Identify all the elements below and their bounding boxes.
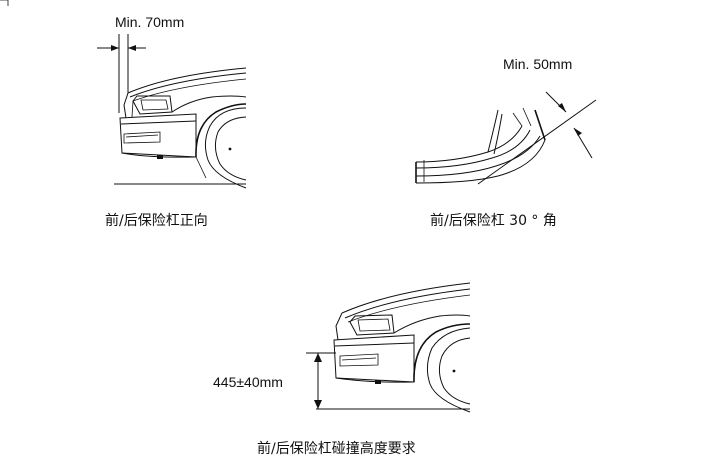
min-50mm-dimension: Min. 50mm (503, 56, 593, 159)
car-front-sketch-1 (114, 67, 247, 189)
height-445-dimension: 445±40mm (213, 352, 336, 409)
min-70mm-dimension: Min. 70mm (97, 14, 184, 113)
bumper-height-panel: 445±40mm 前/后保险杠碰撞高度要求 (213, 282, 471, 457)
car-front-sketch-2 (316, 282, 471, 413)
frontal-bumper-panel: Min. 70mm 前/后保险杠正向 (97, 14, 247, 229)
angled-bumper-panel: Min. 50mm 前/后保险杠 30 ° 角 (415, 56, 597, 229)
car-corner-sketch (415, 99, 597, 185)
diagram-caption: 前/后保险杠正向 (105, 212, 208, 229)
diagram-caption: 前/后保险杠碰撞高度要求 (257, 440, 416, 457)
corner-mark (0, 0, 9, 6)
dimension-label: 445±40mm (213, 374, 283, 390)
dimension-label: Min. 70mm (115, 14, 184, 30)
diagram-caption: 前/后保险杠 30 ° 角 (430, 212, 557, 229)
dimension-label: Min. 50mm (503, 56, 572, 72)
